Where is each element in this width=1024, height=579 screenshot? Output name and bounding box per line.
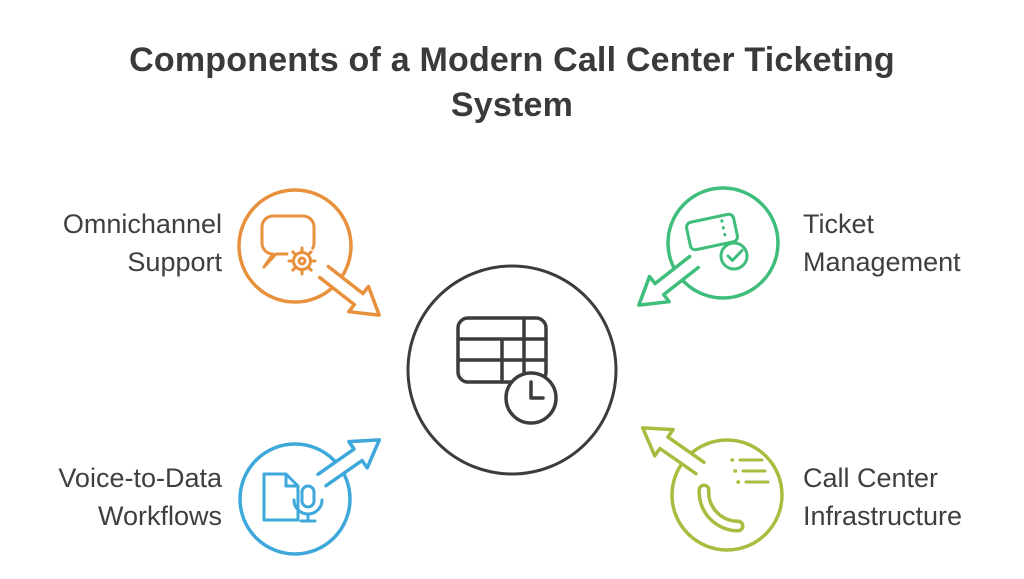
document-icon [262,472,300,522]
arrow-to-center-icon [317,264,381,317]
omnichannel-support-node [237,188,381,317]
chat-gear-icon [260,214,318,277]
call-center-infrastructure-node [640,426,784,552]
center-node [406,264,618,476]
document-mic-icon [262,472,324,523]
schedule-table-clock-icon [456,316,558,425]
arrow-to-center-icon [637,254,701,307]
list-lines-icon [738,458,770,484]
arrow-to-center-icon [640,426,706,476]
label-omnichannel-support: Omnichannel Support [62,209,222,277]
phone-list-icon [697,458,770,533]
label-call-center-infrastructure: Call Center Infrastructure [803,463,963,531]
label-voice-to-data-workflows: Voice-to-Data Workflows [58,463,222,531]
voice-to-data-node [238,438,382,556]
microphone-icon [300,484,316,509]
speech-bubble-icon [260,214,316,269]
ticket-management-node [637,186,780,307]
ticket-icon [685,212,739,252]
label-ticket-management: Ticket Management [803,209,961,277]
arrow-to-center-icon [316,438,382,488]
check-circle-icon [719,241,749,271]
page-title: Components of a Modern Call Center Ticke… [129,41,895,124]
